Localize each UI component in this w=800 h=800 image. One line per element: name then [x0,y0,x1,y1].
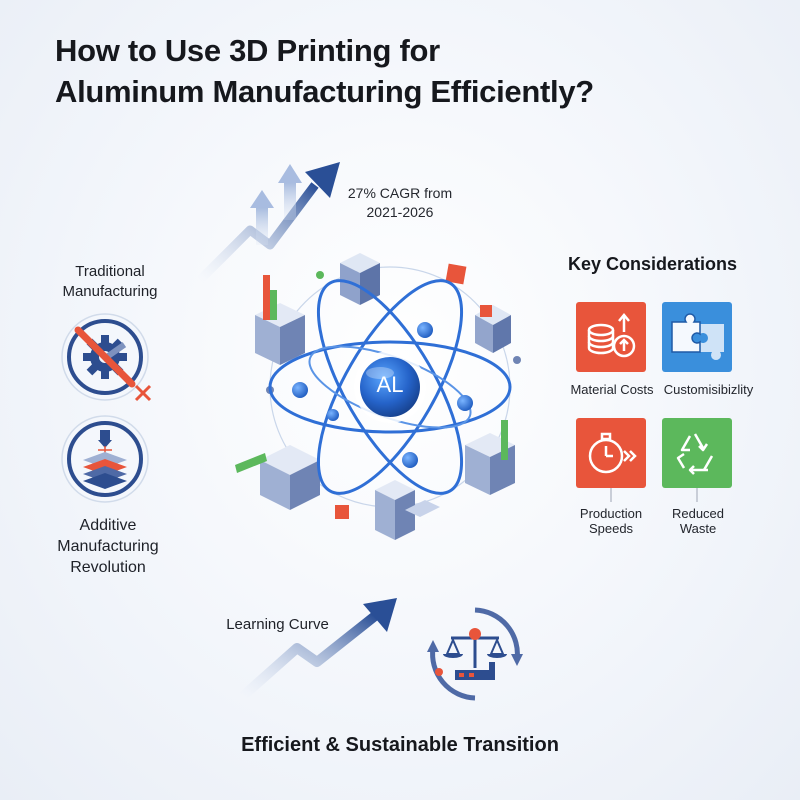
tile-connector [610,488,612,502]
block-left-bottom [235,445,320,510]
reduced-waste-label: Reduced Waste [643,506,753,536]
footer-title: Efficient & Sustainable Transition [241,734,559,756]
tile-connector [696,488,698,502]
title-line-1: How to Use 3D Printing for [55,33,440,68]
cagr-line-1: 27% CAGR from [347,185,453,201]
stopwatch-icon [576,418,646,488]
additive-line-3: Revolution [70,559,146,576]
core-label: AL [376,372,404,397]
additive-line-1: Additive [79,517,137,534]
atom-illustration [235,253,521,540]
material-costs-label: Material Costs [570,382,654,397]
puzzle-icon [662,302,732,372]
growth-arrows-icon [196,162,340,284]
production-speeds-line-2: Speeds [588,521,634,536]
production-speeds-label: Production Speeds [556,506,666,536]
customisability-label: Customisibizlity [663,382,754,397]
block-bottom [375,480,440,540]
block-left-top [255,275,305,365]
3d-printer-layers-icon [58,412,152,506]
production-speeds-line-1: Production [579,506,643,521]
traditional-label: Traditional Manufacturing [40,262,180,302]
title-line-2: Aluminum Manufacturing Efficiently? [55,74,594,109]
reduced-waste-line-1: Reduced [671,506,725,521]
block-right-bottom [465,420,515,495]
no-traditional-gear-icon [58,310,152,404]
reduced-waste-line-2: Waste [679,521,717,536]
traditional-line-2: Manufacturing [62,283,158,300]
traditional-line-1: Traditional [75,263,145,280]
recycle-icon [662,418,732,488]
additive-line-2: Manufacturing [57,538,159,555]
learning-curve-label: Learning Curve [226,616,329,633]
page-title: How to Use 3D Printing for Aluminum Manu… [55,30,755,112]
balance-cycle-icon [427,607,523,701]
cagr-line-2: 2021-2026 [366,204,434,220]
learning-curve-arrow-icon [239,598,397,700]
additive-label: Additive Manufacturing Revolution [38,515,178,578]
cagr-stat: 27% CAGR from 2021-2026 [325,184,475,222]
coins-arrow-icon [576,302,646,372]
key-considerations-title: Key Considerations [567,254,738,274]
